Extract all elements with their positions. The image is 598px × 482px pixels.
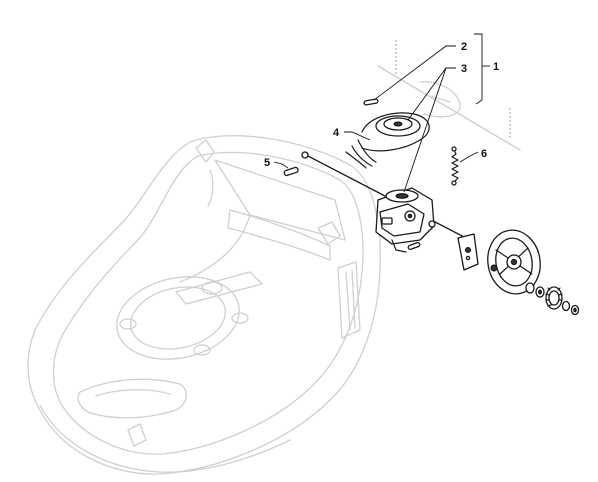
gearbox-housing <box>375 187 436 253</box>
gearbox-pin <box>407 241 421 251</box>
part-5-pin <box>283 166 299 177</box>
part-4-belt <box>345 112 430 169</box>
axle-bracket <box>457 233 479 271</box>
hub-washers <box>525 282 545 298</box>
callout-2: 2 <box>461 41 467 53</box>
part-2-pin <box>363 98 379 106</box>
end-washers <box>561 300 580 316</box>
part-6-spring <box>451 146 459 186</box>
callout-5: 5 <box>264 157 270 169</box>
callout-labels: 2 3 1 4 5 6 <box>264 41 499 169</box>
part-3-pulley <box>375 115 421 137</box>
mower-deck-outline <box>27 135 381 475</box>
callout-3: 3 <box>461 63 467 75</box>
rear-axle-assembly <box>377 40 521 151</box>
callout-leaders <box>273 33 490 193</box>
pinion-gear <box>545 286 563 310</box>
callout-1: 1 <box>493 61 499 73</box>
callout-4: 4 <box>333 127 340 139</box>
drive-wheel-cover <box>487 229 541 295</box>
callout-6: 6 <box>481 148 487 160</box>
